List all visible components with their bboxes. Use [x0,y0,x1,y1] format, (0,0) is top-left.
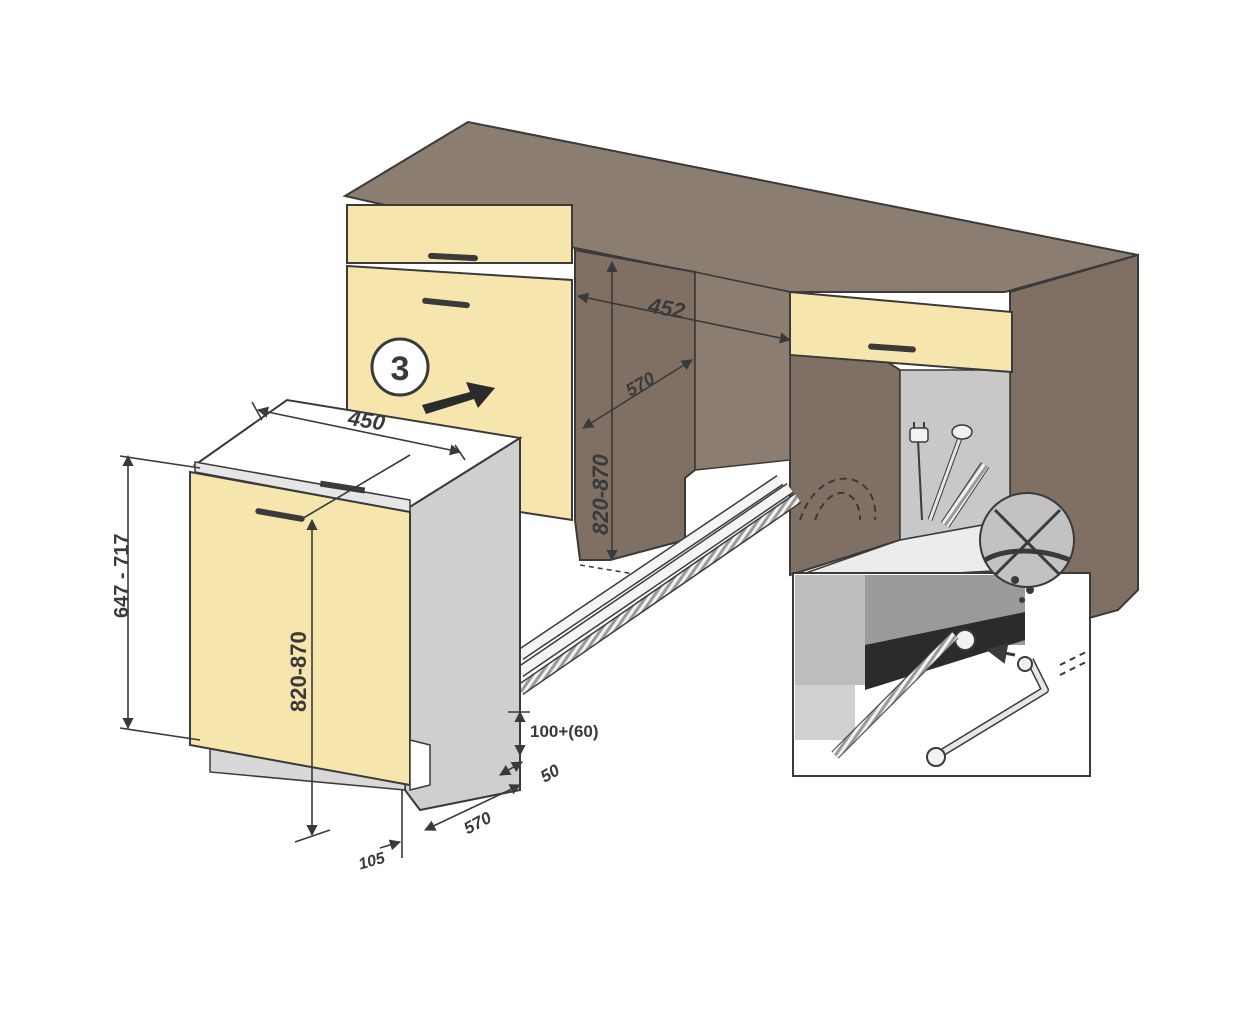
dimension-lines [119,260,792,858]
dishwasher [189,398,523,812]
power-plug-icon [909,422,929,521]
drain-hose-icon [940,462,990,528]
dim-plinth-gap: 50 [537,760,563,786]
door-handle [422,297,470,309]
dim-appliance-width: 450 [346,405,388,436]
dim-appliance-height: 820-870 [286,631,311,712]
dim-appliance-depth: 570 [461,808,495,838]
no-water-leak-icon [979,492,1075,603]
dim-cabinet-height: 820-870 [588,453,613,535]
dim-door-panel-height: 647 - 717 [111,533,133,618]
floor-hoses [516,475,802,695]
dim-plinth-height: 100+(60) [530,722,599,741]
dim-plinth-setback: 105 [357,849,388,873]
step-indicator: 3 [370,337,495,414]
right-drawer-handle [868,343,916,353]
drawer-handle [428,252,478,262]
step-number: 3 [391,350,410,388]
arrow-icon [422,382,495,414]
step-badge [370,337,430,397]
left-drawer-front [346,204,573,264]
dishwasher-handle [255,508,305,522]
cabinet-back-panel [694,271,791,471]
connection-detail-inset [792,572,1091,777]
water-hose-icon [927,424,973,521]
